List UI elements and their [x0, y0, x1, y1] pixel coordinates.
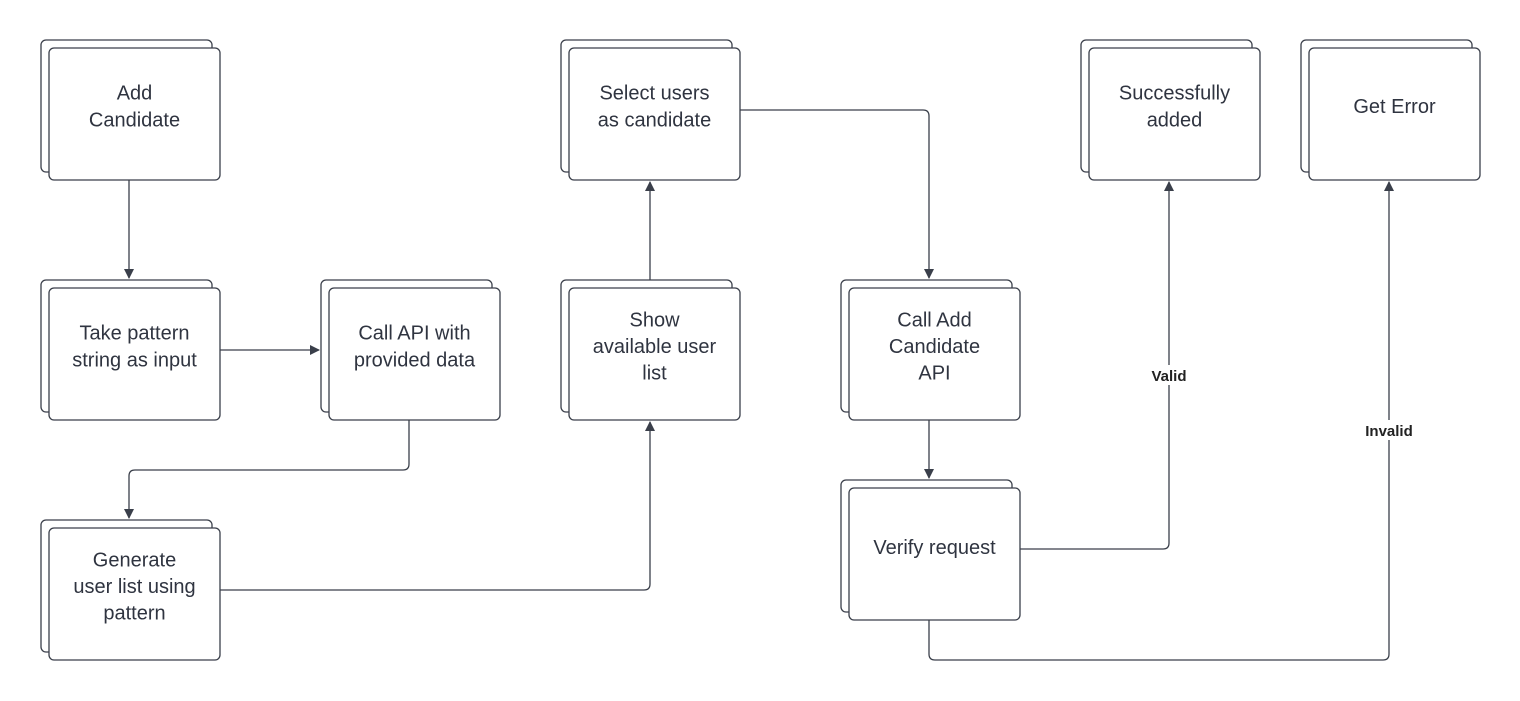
node-label-line: API [918, 363, 950, 385]
edge-generate-list-to-show-list [220, 421, 655, 591]
node-label-line: Candidate [889, 336, 980, 358]
node-get-error: Get Error [1300, 39, 1481, 181]
node-box [568, 287, 741, 421]
edge-select-users-to-call-add-api [740, 109, 934, 279]
node-label-line: added [1147, 109, 1203, 131]
node-take-pattern: Take pattern string as input [40, 279, 221, 421]
node-label-line: available user [593, 336, 717, 358]
node-label-line: Verify request [873, 537, 996, 559]
node-call-api: Call API with provided data [320, 279, 501, 421]
node-label-line: list [642, 363, 667, 385]
edge-call-api-to-generate-list [124, 420, 410, 519]
node-box [48, 527, 221, 661]
node-label-line: user list using [73, 576, 195, 598]
edge-label: Invalid [1365, 423, 1413, 440]
node-label-line: Take pattern [79, 323, 189, 345]
node-label-line: Get Error [1353, 96, 1436, 118]
node-box [568, 47, 741, 181]
node-box [48, 47, 221, 181]
node-box [48, 287, 221, 421]
node-label-line: Call Add [897, 309, 972, 331]
arrow-connector [124, 420, 410, 519]
node-label-line: Generate [93, 549, 176, 571]
node-box [1308, 47, 1481, 181]
edge-label-background [1353, 420, 1425, 440]
node-label-line: Call API with [358, 323, 470, 345]
node-label-line: provided data [354, 349, 476, 371]
node-generate-list: Generate user list using pattern [40, 519, 221, 661]
arrow-connector [928, 181, 1394, 661]
node-box [848, 287, 1021, 421]
node-label-line: string as input [72, 349, 197, 371]
node-label-line: Successfully [1119, 83, 1230, 105]
node-label-line: Select users [599, 83, 709, 105]
arrow-connector [1020, 181, 1174, 550]
node-box [1088, 47, 1261, 181]
node-box [328, 287, 501, 421]
arrow-connector [220, 421, 655, 591]
edge-verify-request-to-get-error: Invalid [928, 181, 1425, 661]
node-select-users: Select users as candidate [560, 39, 741, 181]
node-label-line: Candidate [89, 109, 180, 131]
node-show-list: Show available user list [560, 279, 741, 421]
arrow-connector [740, 109, 934, 279]
node-label-line: Show [629, 309, 680, 331]
node-label-line: as candidate [598, 109, 711, 131]
edge-label: Valid [1151, 368, 1186, 385]
node-box [848, 487, 1021, 621]
node-label-line: Add [117, 83, 153, 105]
edge-label-background [1142, 365, 1196, 385]
node-success: Successfully added [1080, 39, 1261, 181]
node-verify-request: Verify request [840, 479, 1021, 621]
edge-verify-request-to-success: Valid [1020, 181, 1196, 550]
node-label-line: pattern [103, 603, 165, 625]
